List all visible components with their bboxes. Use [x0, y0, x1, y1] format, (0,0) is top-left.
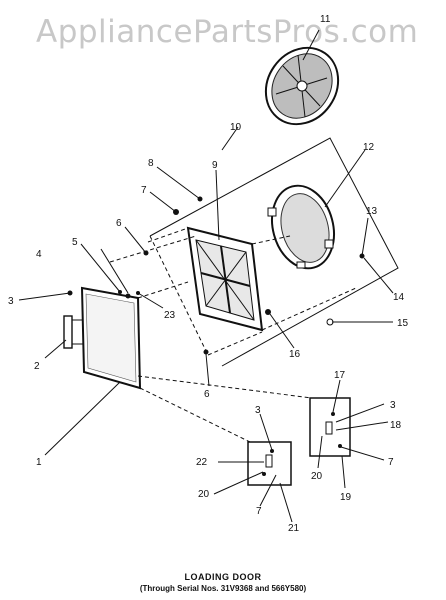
callout-labels: 11 10 12 8 9 7 13 6 5 4 14 3 23 15 16 2 …	[8, 14, 409, 534]
callout-6-top: 6	[116, 218, 122, 229]
callout-7-right: 7	[388, 457, 394, 468]
callout-9: 9	[212, 160, 218, 171]
callout-11: 11	[320, 14, 331, 25]
callout-5: 5	[72, 237, 78, 248]
filter-screen-part	[264, 46, 340, 126]
callout-6-bottom: 6	[204, 389, 210, 400]
callout-2: 2	[34, 361, 40, 372]
door-glass-ring-part	[267, 184, 335, 270]
callout-22: 22	[196, 457, 208, 468]
callout-8: 8	[148, 158, 154, 169]
callout-4: 4	[36, 249, 42, 260]
upper-hinge-plate-part	[309, 397, 351, 457]
callout-20-left: 20	[198, 489, 210, 500]
alignment-lines	[109, 227, 357, 443]
callout-7-bottom: 7	[256, 506, 262, 517]
door-frame-part	[186, 226, 264, 332]
door-handle-part	[63, 315, 84, 349]
outer-panel-outline	[149, 137, 399, 367]
callout-18: 18	[390, 420, 402, 431]
diagram-title: LOADING DOOR	[184, 572, 262, 582]
watermark: AppliancePartsPros.com	[36, 14, 419, 50]
callout-17: 17	[334, 370, 346, 381]
callout-10: 10	[230, 122, 242, 133]
callout-20-right: 20	[311, 471, 323, 482]
leader-lines	[18, 29, 394, 523]
callout-3-right: 3	[390, 400, 396, 411]
callout-3-mid: 3	[255, 405, 261, 416]
callout-19: 19	[340, 492, 352, 503]
callout-16: 16	[289, 349, 301, 360]
callout-21: 21	[288, 523, 300, 534]
lower-hinge-plate-part	[247, 441, 292, 486]
callout-12: 12	[363, 142, 375, 153]
callout-13: 13	[366, 206, 378, 217]
callout-14: 14	[393, 292, 405, 303]
outer-door-panel-part	[80, 286, 142, 390]
callout-7-top: 7	[141, 185, 147, 196]
callout-1: 1	[36, 457, 42, 468]
callout-23: 23	[164, 310, 176, 321]
diagram-subtitle: (Through Serial Nos. 31V9368 and 566Y580…	[139, 584, 307, 593]
callout-15: 15	[397, 318, 409, 329]
callout-3-left: 3	[8, 296, 14, 307]
